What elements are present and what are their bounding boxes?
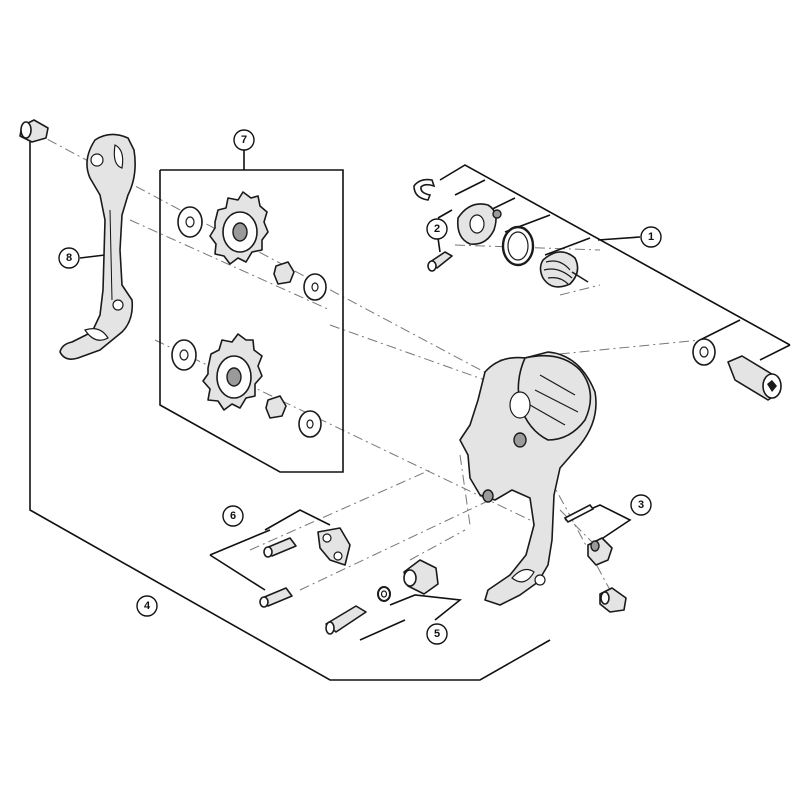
pulley-bushing-bottom	[265, 395, 287, 419]
pulley-wheel-top	[209, 191, 269, 265]
adjuster-spring-part	[377, 586, 391, 602]
cap-bolt-3-part	[587, 537, 613, 566]
callout-8: 8	[58, 247, 80, 269]
callout-label-2: 2	[434, 223, 440, 235]
callout-2: 2	[426, 218, 448, 240]
assembly-axis-lines	[29, 129, 701, 591]
o-ring-part	[501, 225, 535, 267]
adjust-screw-2-part	[427, 251, 453, 272]
b-axle-washer-part	[692, 338, 716, 366]
tension-plate-part	[456, 203, 502, 246]
adjuster-bolt-part	[325, 605, 367, 635]
pulley-washer-bottom-right	[298, 410, 322, 438]
derailleur-body-part	[459, 351, 597, 606]
cage-plate-part	[59, 133, 136, 360]
callout-5: 5	[426, 623, 448, 645]
callout-1: 1	[640, 226, 662, 248]
adjust-plate-part	[317, 527, 351, 566]
pulley-washer-top-right	[303, 273, 327, 301]
cage-bolt-part	[19, 119, 49, 143]
pulley-washer-top-left	[177, 206, 203, 238]
pulley-wheel-bottom	[202, 333, 263, 411]
stop-pin-part	[563, 503, 595, 524]
callout-3: 3	[630, 494, 652, 516]
callout-6: 6	[222, 505, 244, 527]
cage-stop-bolt-part	[599, 587, 627, 613]
b-axle-bolt-part	[727, 355, 782, 401]
callout-label-8: 8	[66, 252, 72, 264]
cable-adjuster-part	[403, 559, 439, 595]
callout-7: 7	[233, 129, 255, 151]
callout-label-5: 5	[434, 628, 440, 640]
return-spring-part	[539, 251, 589, 288]
pulley-washer-bottom-left	[171, 339, 197, 371]
callout-label-4: 4	[144, 600, 151, 612]
callout-label-1: 1	[648, 231, 654, 243]
adjust-screw-6a-part	[263, 537, 297, 558]
adjust-screw-6b-part	[259, 587, 293, 608]
e-clip-part	[413, 178, 436, 201]
callout-4: 4	[136, 595, 158, 617]
callout-label-7: 7	[241, 134, 247, 146]
callout-label-6: 6	[230, 510, 236, 522]
pulley-bushing-top	[273, 261, 295, 285]
callout-label-3: 3	[638, 499, 644, 511]
